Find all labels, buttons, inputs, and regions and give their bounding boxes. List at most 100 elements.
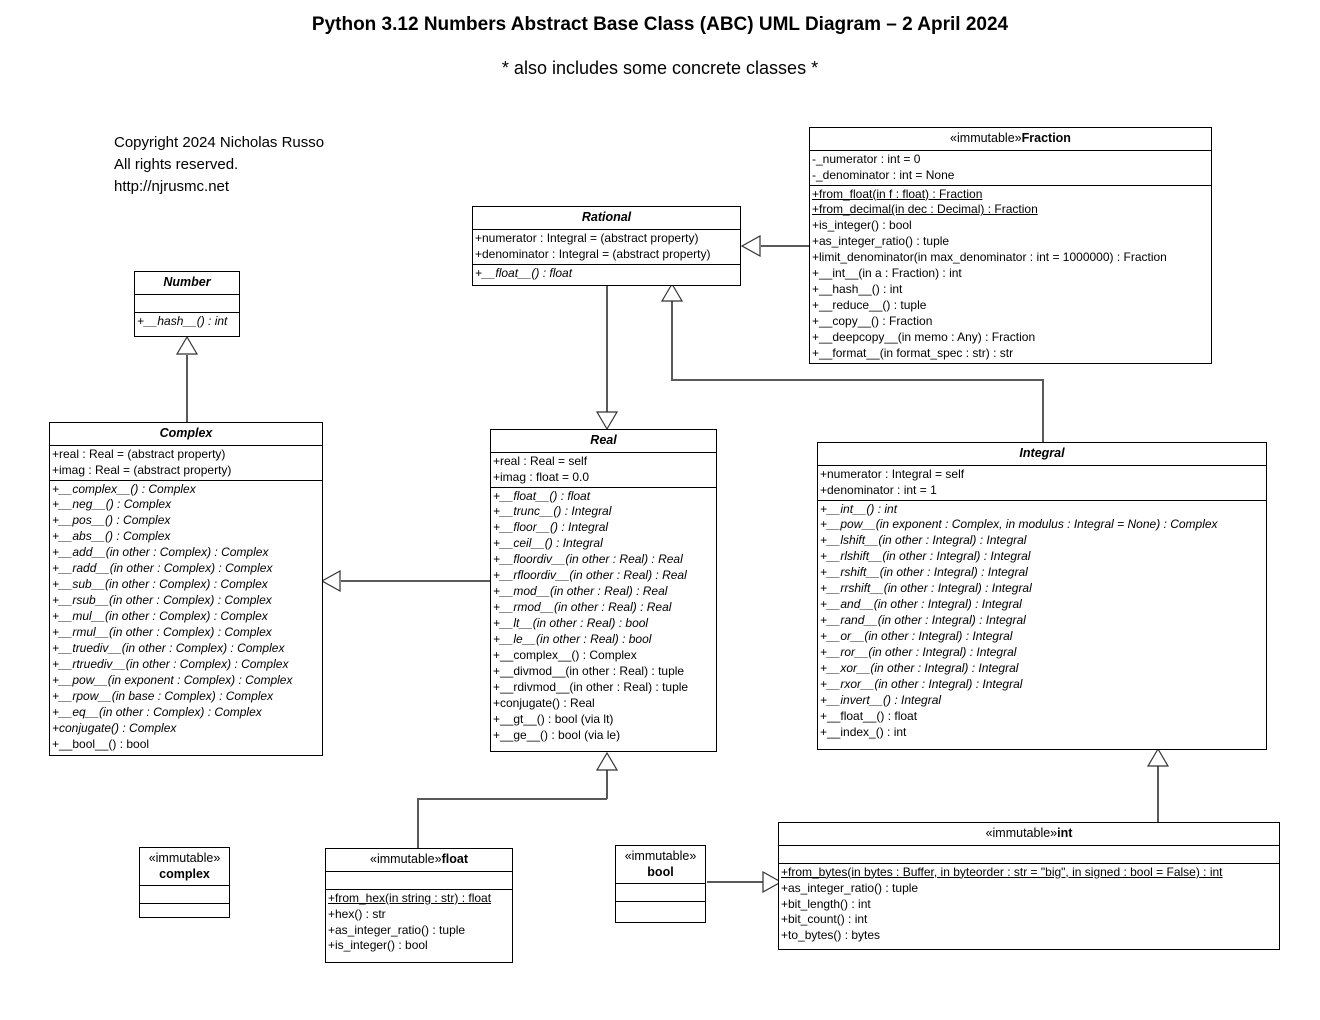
attribute-row: +denominator : int = 1 xyxy=(820,482,937,497)
class-box-complex-concrete[interactable]: «immutable»complex xyxy=(139,847,230,918)
operation-row: +__divmod__(in other : Real) : tuple xyxy=(493,664,685,679)
attributes-number xyxy=(135,293,239,312)
attributes-complex-concrete xyxy=(140,885,229,903)
operation-row: +__hash__() : int xyxy=(137,313,228,328)
operations-number: +__hash__() : int xyxy=(135,311,239,331)
operation-row: +__rlshift__(in other : Integral) : Inte… xyxy=(820,549,1031,564)
operation-row: +__index_() : int xyxy=(820,724,907,739)
operation-row: +__or__(in other : Integral) : Integral xyxy=(820,629,1013,644)
attributes-float xyxy=(326,870,512,889)
operation-row: +__and__(in other : Integral) : Integral xyxy=(820,597,1022,612)
operation-row: +__mul__(in other : Complex) : Complex xyxy=(52,609,268,624)
operation-row: +__rsub__(in other : Complex) : Complex xyxy=(52,593,272,608)
operation-row: +as_integer_ratio() : tuple xyxy=(812,234,950,249)
connector-float-riser xyxy=(417,799,419,848)
operation-row: +from_decimal(in dec : Decimal) : Fracti… xyxy=(812,202,1038,217)
operation-row: +__xor__(in other : Integral) : Integral xyxy=(820,661,1019,676)
generalization-arrow-complex xyxy=(320,569,341,593)
class-box-fraction[interactable]: «immutable»Fraction -_numerator : int = … xyxy=(809,127,1212,364)
class-name-bool: «immutable»bool xyxy=(616,846,705,883)
operation-row: +__bool__() : bool xyxy=(52,736,150,751)
connector-integral-riser xyxy=(1042,379,1044,442)
connector-integral-to-rational-vert xyxy=(671,300,673,380)
copyright-line-2: All rights reserved. xyxy=(114,156,239,174)
operation-row: +is_integer() : bool xyxy=(812,218,912,233)
operation-row: +__eq__(in other : Complex) : Complex xyxy=(52,704,262,719)
operation-row: +__reduce__() : tuple xyxy=(812,298,927,313)
connector-fraction-to-rational xyxy=(761,245,809,247)
operation-row: +from_bytes(in bytes : Buffer, in byteor… xyxy=(781,864,1223,879)
operation-row: +__pow__(in exponent : Complex) : Comple… xyxy=(52,672,293,687)
attributes-rational: +numerator : Integral = (abstract proper… xyxy=(473,228,740,264)
class-name-real: Real xyxy=(590,433,617,447)
operation-row: +__pow__(in exponent : Complex, in modul… xyxy=(820,517,1218,532)
attributes-complex-abc: +real : Real = (abstract property) +imag… xyxy=(50,444,322,480)
generalization-arrow-rational-from-integral xyxy=(660,282,684,302)
class-name-text: int xyxy=(1057,826,1073,840)
stereotype-label: «immutable» xyxy=(370,852,442,866)
attribute-row: +imag : Real = (abstract property) xyxy=(52,462,232,477)
operations-int: +from_bytes(in bytes : Buffer, in byteor… xyxy=(779,862,1279,946)
generalization-arrow-real-from-float xyxy=(595,751,619,771)
attributes-int xyxy=(779,844,1279,863)
operation-row: +__format__(in format_spec : str) : str xyxy=(812,346,1014,361)
attribute-row: +imag : float = 0.0 xyxy=(493,469,590,484)
class-box-float[interactable]: «immutable»float +from_hex(in string : s… xyxy=(325,848,513,963)
copyright-block: Copyright 2024 Nicholas Russo All rights… xyxy=(114,132,324,198)
operation-row: +__rrshift__(in other : Integral) : Inte… xyxy=(820,581,1032,596)
class-box-complex-abc[interactable]: Complex +real : Real = (abstract propert… xyxy=(49,422,323,756)
operation-row: +from_float(in f : float) : Fraction xyxy=(812,186,983,201)
copyright-line-3: http://njrusmc.net xyxy=(114,178,230,196)
operation-row: +__ge__() : bool (via le) xyxy=(493,727,621,742)
operations-complex-abc: +__complex__() : Complex +__neg__() : Co… xyxy=(50,479,322,754)
class-box-number[interactable]: Number +__hash__() : int xyxy=(134,271,240,337)
operation-row: +__int__() : int xyxy=(820,501,898,516)
operation-row: +__sub__(in other : Complex) : Complex xyxy=(52,577,268,592)
operations-float: +from_hex(in string : str) : float +hex(… xyxy=(326,888,512,956)
attribute-row: +numerator : Integral = self xyxy=(820,466,965,481)
operations-fraction: +from_float(in f : float) : Fraction +fr… xyxy=(810,184,1211,363)
attribute-row: -_numerator : int = 0 xyxy=(812,151,921,166)
operation-row: +from_hex(in string : str) : float xyxy=(328,890,492,905)
generalization-arrow-rational-from-fraction xyxy=(740,234,761,258)
operation-row: +__invert__() : Integral xyxy=(820,692,942,707)
stereotype-label: «immutable» xyxy=(950,131,1022,145)
class-box-real[interactable]: Real +real : Real = self +imag : float =… xyxy=(490,429,717,752)
class-box-integral[interactable]: Integral +numerator : Integral = self +d… xyxy=(817,442,1267,750)
attribute-row: +real : Real = (abstract property) xyxy=(52,446,226,461)
operations-complex-concrete xyxy=(140,903,229,921)
generalization-arrow-integral xyxy=(1146,747,1170,767)
operation-row: +__truediv__(in other : Complex) : Compl… xyxy=(52,641,285,656)
connector-real-to-complex xyxy=(341,580,491,582)
operation-row: +is_integer() : bool xyxy=(328,938,428,953)
class-box-int[interactable]: «immutable»int +from_bytes(in bytes : Bu… xyxy=(778,822,1280,950)
attribute-row: +denominator : Integral = (abstract prop… xyxy=(475,246,711,261)
operation-row: +__copy__() : Fraction xyxy=(812,314,933,329)
operation-row: +__abs__() : Complex xyxy=(52,529,171,544)
operation-row: +__ceil__() : Integral xyxy=(493,536,603,551)
operation-row: +__lshift__(in other : Integral) : Integ… xyxy=(820,533,1027,548)
class-box-bool[interactable]: «immutable»bool xyxy=(615,845,706,923)
operation-row: +__add__(in other : Complex) : Complex xyxy=(52,545,269,560)
connector-integral-to-rational-horiz xyxy=(671,379,1043,381)
operation-row: +__float__() : float xyxy=(493,488,591,503)
operation-row: +__rshift__(in other : Integral) : Integ… xyxy=(820,565,1028,580)
operation-row: +__int__(in a : Fraction) : int xyxy=(812,266,962,281)
operation-row: +__rdivmod__(in other : Real) : tuple xyxy=(493,679,689,694)
operations-integral: +__int__() : int +__pow__(in exponent : … xyxy=(818,499,1266,742)
operation-row: +hex() : str xyxy=(328,906,386,921)
attribute-row: +numerator : Integral = (abstract proper… xyxy=(475,230,699,245)
operation-row: +__float__() : float xyxy=(820,708,918,723)
operations-bool xyxy=(616,901,705,919)
operation-row: +__floordiv__(in other : Real) : Real xyxy=(493,552,683,567)
connector-rational-to-real xyxy=(606,286,608,412)
attributes-bool xyxy=(616,883,705,901)
class-name-text: float xyxy=(441,852,468,866)
operation-row: +__radd__(in other : Complex) : Complex xyxy=(52,561,273,576)
page-subtitle: * also includes some concrete classes * xyxy=(501,58,819,78)
operation-row: +__rmul__(in other : Complex) : Complex xyxy=(52,625,272,640)
operation-row: +__neg__() : Complex xyxy=(52,497,172,512)
class-box-rational[interactable]: Rational +numerator : Integral = (abstra… xyxy=(472,206,741,286)
page-title: Python 3.12 Numbers Abstract Base Class … xyxy=(311,14,1009,35)
operation-row: +__le__(in other : Real) : bool xyxy=(493,632,652,647)
